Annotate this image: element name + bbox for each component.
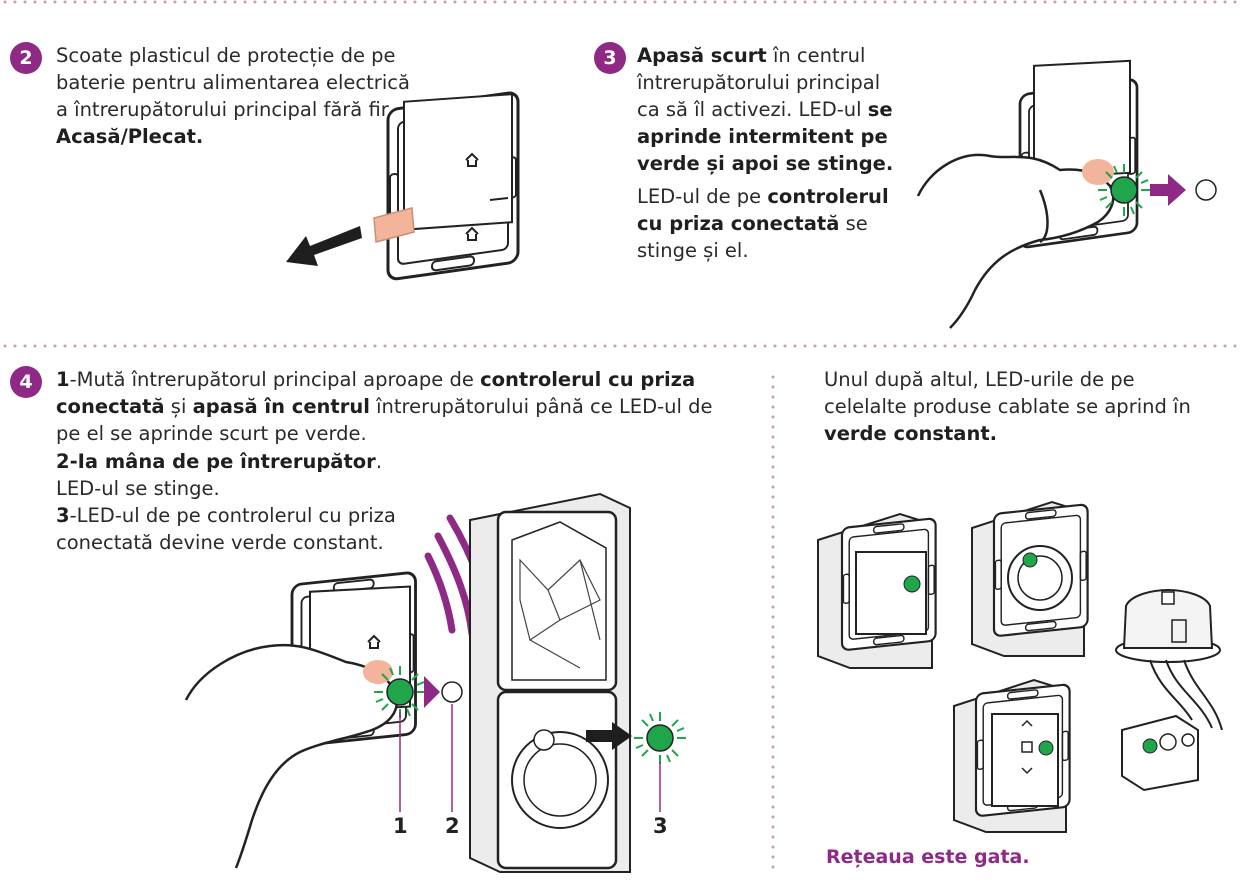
top-divider	[0, 0, 1240, 4]
junction-box-icon	[1115, 588, 1223, 792]
step-3-bold-1: Apasă scurt	[637, 44, 767, 67]
step-4-line-2: 2-Ia mâna de pe întrerupător. LED-ul se …	[56, 448, 396, 502]
middle-divider	[0, 344, 1240, 348]
step-3-badge: 3	[594, 42, 626, 74]
step-4-l2-bold: 2-Ia mâna de pe întrerupător	[56, 450, 376, 473]
step-4-l1-plain-1: -Mută întrerupătorul principal aproape d…	[69, 368, 481, 391]
step-4-arrow-icon	[424, 676, 440, 708]
vertical-divider	[771, 372, 775, 872]
step-4-led-off-icon	[441, 681, 463, 703]
step-4-l3-plain: -LED-ul de pe controlerul cu priza conec…	[56, 504, 396, 554]
step-4-l1-bold-1: controlerul cu priza conectată	[56, 368, 696, 418]
step-2-bold: Acasă/Plecat.	[56, 125, 204, 148]
switch-device-icon	[817, 512, 937, 669]
pull-arrow-icon	[286, 226, 362, 266]
step-3-arrow-icon	[1150, 174, 1186, 206]
step-2-text: Scoate plasticul de protecție de pe bate…	[56, 42, 424, 150]
step-3-text: Apasă scurt în centrul întrerupătorului …	[637, 42, 907, 264]
right-panel-plain: Unul după altul, LED-urile de pe celelal…	[824, 368, 1191, 418]
blind-switch-icon	[953, 678, 1071, 833]
step-3-led-off-icon	[1195, 179, 1217, 201]
step-4-num-3: 3	[56, 504, 70, 527]
step-4-l1-plain-2: și	[164, 395, 193, 418]
callout-1-label: 1	[393, 814, 408, 838]
right-panel-bold: verde constant.	[824, 422, 998, 445]
step-4-badge: 4	[10, 366, 42, 398]
step-4-l1-plain-3: întrerupătorului până ce LED-ul de pe el…	[56, 395, 713, 445]
socket-controller-icon	[469, 492, 631, 873]
step-2-badge: 2	[10, 42, 42, 74]
step-4-l1-bold-2: apasă în centrul	[192, 395, 370, 418]
network-ready-text: Rețeaua este gata.	[826, 846, 1030, 868]
step-4-num-1: 1	[56, 368, 70, 391]
step-3-plain-3: se stinge și el.	[637, 212, 868, 262]
callout-2-label: 2	[445, 814, 460, 838]
socket-arrow-icon	[586, 722, 632, 750]
step-3-plain-1: în centrul întrerupătorului principal ca…	[637, 44, 881, 121]
step-3-plain-2: LED-ul de pe	[637, 185, 768, 208]
step-4-l2-plain: . LED-ul se stinge.	[56, 450, 383, 500]
socket-led-icon	[633, 711, 687, 765]
rotary-dimmer-icon	[971, 500, 1089, 657]
step-3-hand-icon	[916, 153, 1115, 329]
step-4-hand-icon	[184, 643, 399, 869]
step-3-bold-2: se aprinde intermitent pe verde și apoi …	[637, 98, 894, 175]
callout-3-label: 3	[653, 814, 668, 838]
right-panel-text: Unul după altul, LED-urile de pe celelal…	[824, 366, 1204, 447]
callout-lines	[399, 704, 661, 812]
step-3-bold-3: controlerul cu priza conectată	[637, 185, 889, 235]
step-2-plain: Scoate plasticul de protecție de pe bate…	[56, 44, 410, 121]
step-2-switch-icon	[386, 90, 520, 282]
step-4-line-1: 1-Mută întrerupătorul principal aproape …	[56, 366, 716, 447]
protection-tab-icon	[373, 207, 415, 243]
step-4-line-3: 3-LED-ul de pe controlerul cu priza cone…	[56, 502, 396, 556]
